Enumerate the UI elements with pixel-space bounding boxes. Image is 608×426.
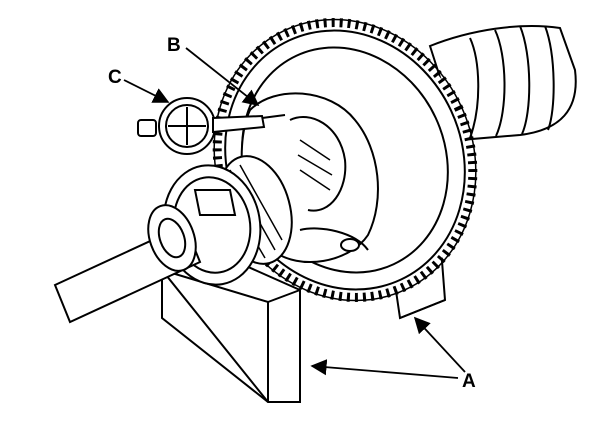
leader-b [185, 47, 260, 107]
dial-indicator [137, 97, 286, 155]
callout-b: B [167, 35, 181, 56]
callout-c: C [108, 67, 122, 88]
callout-a: A [462, 371, 476, 392]
leader-c [123, 79, 170, 103]
support-block-left [160, 248, 301, 403]
leader-lines [123, 47, 466, 379]
axle-shaft-left [53, 204, 202, 324]
leader-a-left [310, 359, 459, 379]
axle-boot-right [428, 25, 577, 142]
leader-a-right [413, 316, 466, 373]
